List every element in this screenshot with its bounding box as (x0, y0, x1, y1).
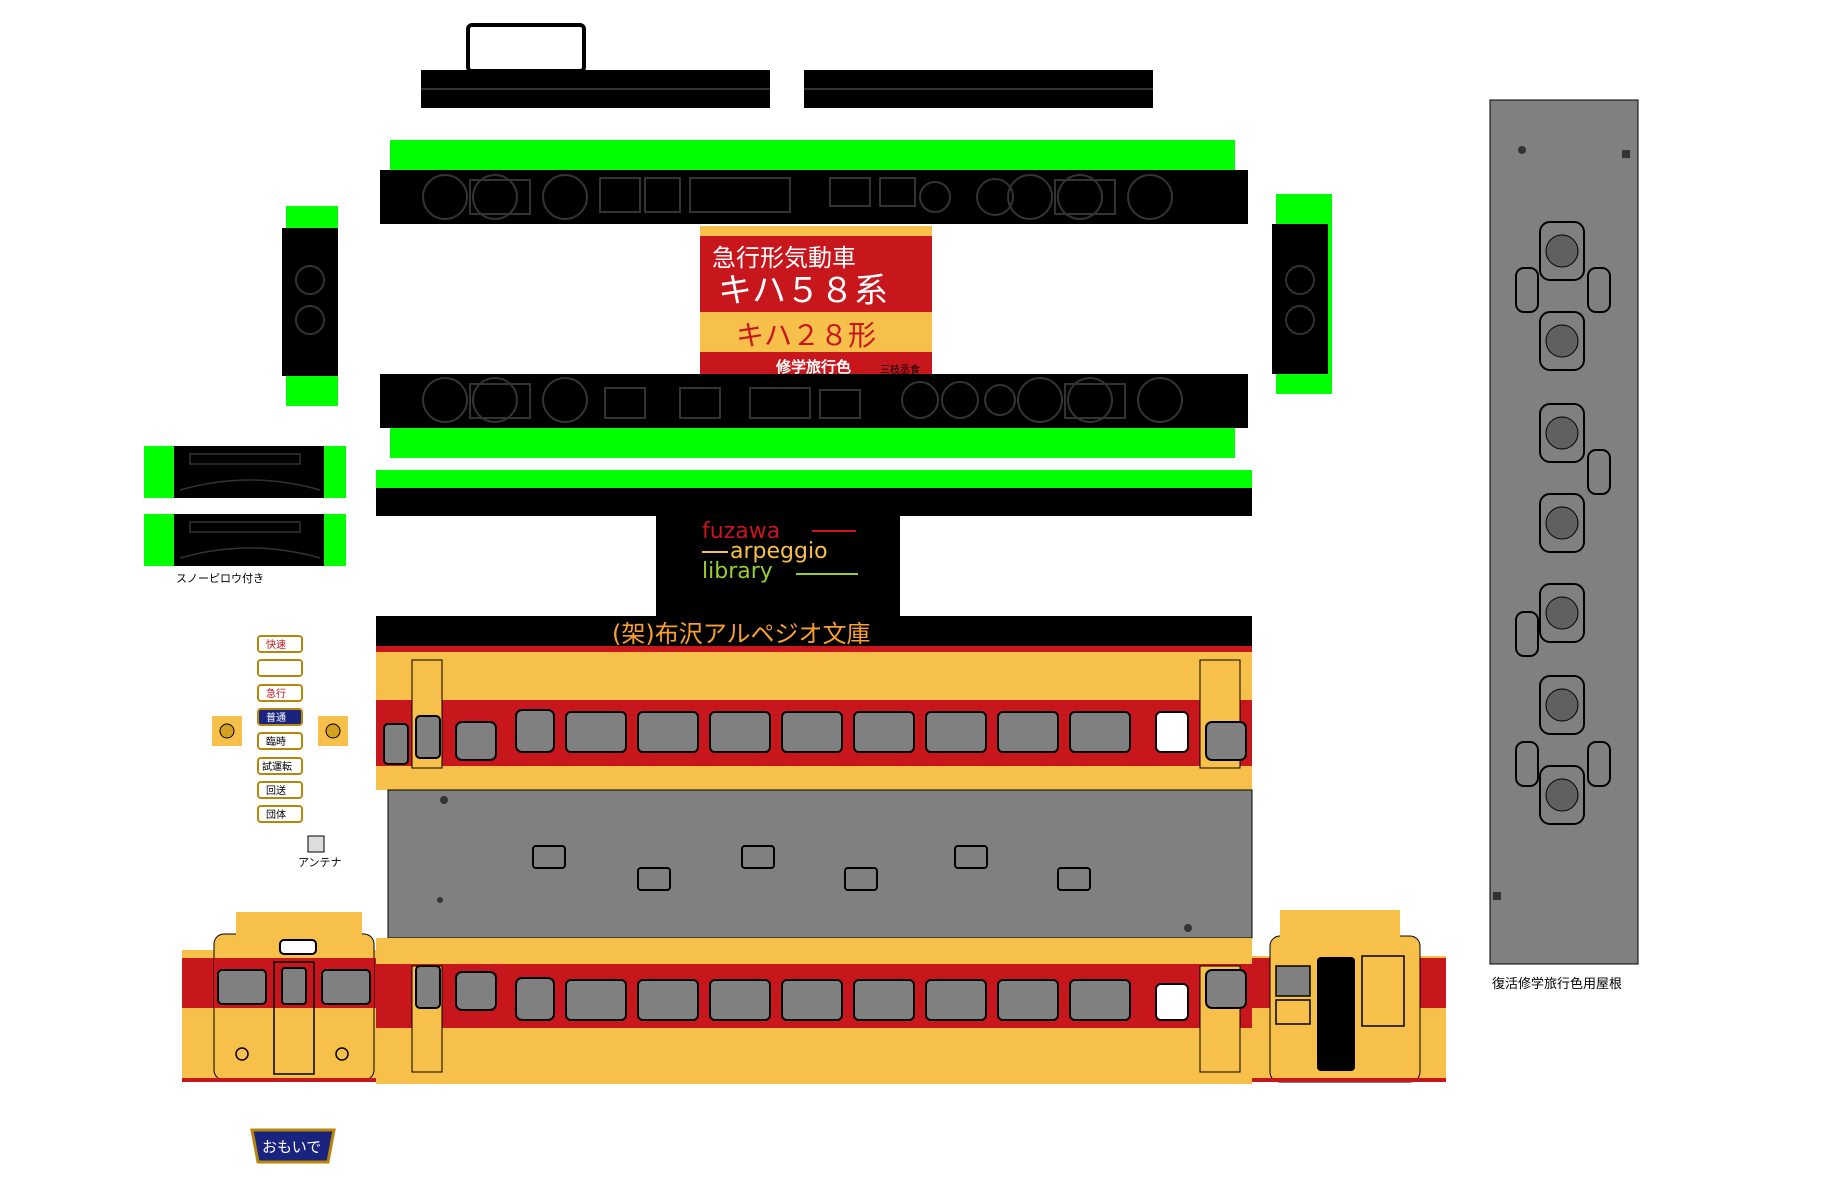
sign-special: 臨時 (266, 735, 286, 748)
title-line1: 急行形気動車 (712, 244, 856, 272)
sign-group: 団体 (266, 809, 286, 821)
top-handle-part (421, 23, 1153, 108)
destination-signs (257, 635, 303, 823)
sign-express: 急行 (266, 687, 286, 700)
underfloor-top (380, 140, 1248, 224)
title-plate (700, 226, 932, 376)
rear-end-right (1252, 910, 1446, 1083)
roof-panel (387, 789, 1253, 939)
title-line2: キハ５８系 (718, 271, 888, 311)
upper-windows (383, 709, 1247, 765)
headmark-text: おもいで (262, 1138, 321, 1156)
sign-rapid: 快速 (266, 639, 286, 651)
title-line5: 三枝丞食 (880, 363, 920, 376)
antenna-label: アンテナ (298, 856, 342, 869)
publisher-banner: (架)布沢アルペジオ文庫 (612, 620, 871, 648)
snow-plow-parts (144, 446, 346, 566)
logo-word3: library (702, 559, 773, 584)
end-part-left (282, 206, 338, 406)
roof-caption: 復活修学旅行色用屋根 (1492, 976, 1622, 992)
title-line4: 修学旅行色 (775, 358, 851, 376)
underfloor-bottom (380, 374, 1248, 458)
lower-windows (415, 965, 1247, 1021)
marker-lamps (212, 716, 348, 746)
roof-part-right (1489, 99, 1639, 965)
antenna-part (307, 835, 325, 853)
logo-word1: fuzawa (702, 519, 780, 544)
end-part-right (1272, 194, 1332, 394)
headmark (250, 1128, 336, 1164)
front-cab-left (182, 912, 376, 1082)
logo-word2: arpeggio (730, 539, 828, 564)
roof-band (376, 470, 1252, 616)
title-line3: キハ２８形 (736, 319, 876, 352)
sign-test-run: 試運転 (262, 760, 292, 773)
sign-out-of-service: 回送 (266, 784, 286, 797)
snow-plow-label: スノーピロウ付き (176, 572, 264, 585)
sign-local: 普通 (266, 711, 286, 724)
